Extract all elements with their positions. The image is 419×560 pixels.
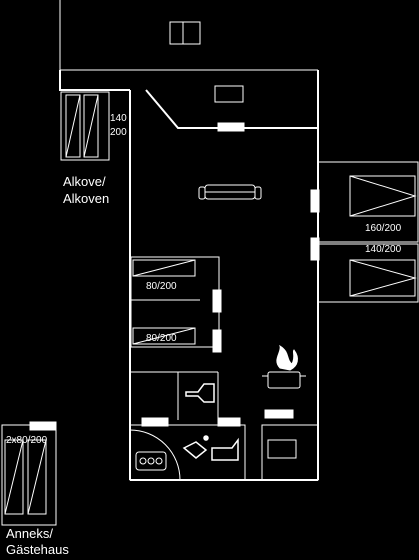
- bedroom-right-bottom: [310, 237, 419, 303]
- bedroom-right-top: [310, 161, 419, 243]
- wc-room: [130, 371, 219, 420]
- annex-dim-label: 2x80/200: [6, 435, 48, 446]
- entrance: [261, 424, 319, 481]
- bed-right-bottom-label: 140/200: [365, 244, 402, 255]
- alkove-dim-bottom: 200: [110, 127, 127, 138]
- bed-left-top-label: 80/200: [146, 281, 177, 292]
- flame-icon: [276, 344, 298, 371]
- annex-building: [1, 421, 57, 526]
- bedroom-left: [130, 256, 222, 353]
- bathtub-icon: [135, 451, 167, 471]
- toilet-icon: [185, 383, 215, 403]
- sofa-icon: [198, 184, 262, 200]
- annex-label-line1: Anneks/: [6, 526, 53, 541]
- alkove-dim-top: 140: [110, 113, 127, 124]
- annex-label-line2: Gästehaus: [6, 542, 69, 557]
- bath-toilet-icon: [211, 437, 239, 461]
- alkove-label-line2: Alkoven: [63, 191, 110, 206]
- bed-left-bottom-label: 80/200: [146, 333, 177, 344]
- bed-right-top-label: 160/200: [365, 223, 402, 234]
- bathroom: [129, 424, 246, 481]
- pot-icon: [262, 371, 306, 389]
- sink-icon: [182, 435, 209, 459]
- alkove-label-line1: Alkove/: [63, 174, 106, 189]
- top-terrace: [59, 0, 318, 71]
- alcove-room: [60, 91, 110, 161]
